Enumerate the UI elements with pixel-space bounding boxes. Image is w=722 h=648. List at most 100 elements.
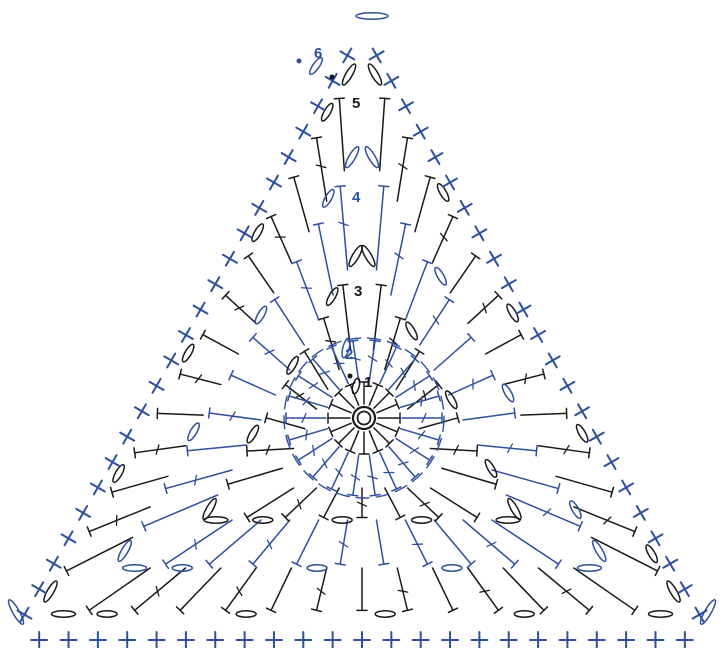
double-crochet-stitch [405, 262, 427, 320]
single-crochet-cross [76, 509, 90, 517]
single-crochet-cross [516, 306, 530, 314]
stitch-crossbar [543, 509, 550, 516]
double-crochet-stitch [157, 413, 203, 415]
stitch-top-bar [163, 560, 169, 568]
double-crochet-stitch [324, 488, 340, 517]
chain-stitch [483, 458, 499, 479]
stitch-crossbar [323, 459, 327, 468]
double-crochet-stitch [135, 446, 186, 453]
stitch-top-bar [589, 448, 590, 458]
corner-chain-loop [343, 145, 361, 169]
chain-stitch [435, 182, 451, 203]
stitch-top-bar [370, 494, 380, 495]
double-crochet-stitch [166, 520, 232, 564]
corner-chain-loop [590, 539, 608, 563]
double-crochet-stitch [231, 375, 275, 395]
chain-stitch [180, 343, 196, 364]
single-crochet-cross [561, 382, 575, 390]
double-crochet-stitch [376, 186, 383, 270]
single-crochet-cross [296, 128, 310, 136]
single-crochet-cross [179, 331, 193, 339]
double-crochet-stitch [297, 520, 319, 564]
stitch-top-bar [86, 606, 92, 614]
stitch-top-bar [282, 381, 288, 389]
double-crochet-stitch [350, 431, 358, 451]
stitch-crossbar [265, 350, 274, 354]
corner-chain-loop [363, 145, 381, 169]
chain-stitch [319, 102, 335, 123]
chain-stitch [253, 517, 273, 523]
single-crochet-cross [649, 534, 663, 542]
single-crochet-cross [678, 585, 692, 593]
double-crochet-stitch [380, 98, 385, 170]
single-crochet-cross [311, 102, 325, 110]
stitch-top-bar [536, 446, 537, 456]
stitch-crossbar [306, 430, 307, 440]
double-crochet-stitch [166, 470, 232, 489]
single-crochet-cross [150, 382, 164, 390]
double-crochet-stitch [374, 393, 390, 409]
stitch-top-bar [474, 513, 479, 521]
double-crochet-stitch [433, 217, 453, 263]
round-label-3: 3 [354, 283, 362, 300]
stitch-top-bar [379, 186, 389, 187]
double-crochet-stitch [521, 413, 567, 415]
double-crochet-stitch [271, 217, 291, 263]
chain-stitch [444, 389, 460, 410]
double-crochet-stitch [289, 396, 327, 407]
chain-stitch [644, 544, 660, 565]
double-crochet-stitch [420, 300, 450, 345]
single-crochet-cross [106, 458, 120, 466]
double-crochet-stitch [285, 488, 316, 517]
stitch-crossbar [398, 590, 408, 592]
double-crochet-stitch [187, 445, 246, 451]
single-crochet-cross [502, 280, 516, 288]
corner-chain-loop [698, 598, 718, 625]
double-crochet-stitch [331, 423, 351, 431]
stitch-top-bar [477, 446, 478, 456]
double-crochet-stitch [203, 335, 239, 354]
stitch-crossbar [440, 233, 447, 240]
stitch-crossbar [414, 381, 416, 391]
single-crochet-cross [619, 484, 633, 492]
stitch-top-bar [396, 515, 405, 520]
double-crochet-stitch [89, 507, 150, 532]
double-crochet-stitch [209, 413, 261, 420]
double-crochet-stitch [289, 429, 327, 440]
single-crochet-cross [208, 280, 222, 288]
double-crochet-stitch [434, 337, 471, 370]
stitch-top-bar [319, 515, 328, 520]
single-crochet-cross [399, 102, 413, 110]
double-crochet-stitch [317, 138, 327, 201]
double-crochet-stitch [574, 507, 635, 532]
double-crochet-stitch [247, 449, 294, 452]
double-crochet-stitch [380, 347, 397, 383]
stitch-crossbar [487, 542, 496, 546]
stitch-top-bar [313, 223, 323, 225]
chain-stitch [250, 222, 266, 243]
double-crochet-stitch [248, 256, 273, 293]
stitch-crossbar [298, 500, 301, 509]
chain-stitch [514, 611, 534, 617]
single-crochet-cross [458, 204, 472, 212]
double-crochet-stitch [400, 396, 438, 407]
single-crochet-cross [62, 534, 76, 542]
chain-stitch [574, 423, 590, 444]
round-label-5: 5 [352, 95, 360, 112]
single-crochet-cross [223, 255, 237, 263]
stitch-top-bar [380, 98, 390, 99]
double-crochet-stitch [298, 439, 332, 461]
chain-stitch [442, 565, 462, 571]
stitch-top-bar [335, 563, 345, 565]
double-crochet-stitch [419, 418, 458, 429]
single-crochet-cross [531, 331, 545, 339]
corner-chain-loop [366, 62, 384, 86]
double-crochet-stitch [180, 568, 221, 610]
double-crochet-stitch [434, 520, 471, 564]
single-crochet-cross [32, 585, 46, 593]
round-2-stitches [284, 338, 444, 498]
stitch-top-bar [379, 563, 389, 565]
double-crochet-stitch [369, 456, 375, 496]
double-crochet-stitch [353, 341, 359, 381]
chain-stitch [97, 611, 117, 617]
